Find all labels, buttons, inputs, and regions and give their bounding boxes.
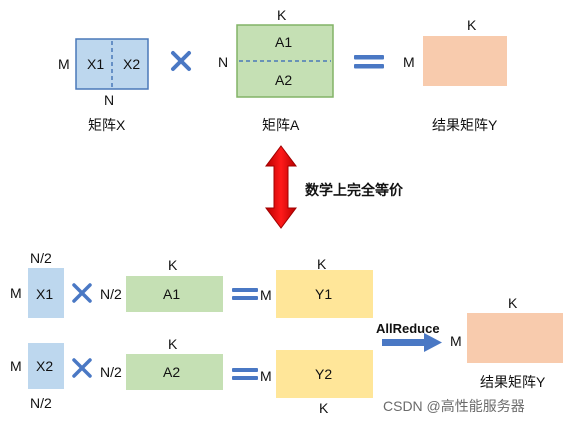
equals-icon-row2 xyxy=(232,368,258,380)
equals-icon-row1 xyxy=(232,288,258,300)
final-result-col-label: K xyxy=(508,295,518,311)
final-result-caption: 结果矩阵Y xyxy=(480,374,546,390)
a2-row-label: N/2 xyxy=(100,364,122,380)
final-result-row-label: M xyxy=(450,333,462,349)
x2-col-label: N/2 xyxy=(30,395,52,411)
x1-row-label: M xyxy=(10,285,22,301)
allreduce-arrow-icon xyxy=(382,333,442,352)
x1-label: X1 xyxy=(36,286,54,302)
final-result-y-box xyxy=(467,313,563,363)
multiply-icon-row2 xyxy=(72,358,92,378)
matrix-x-part1-label: X1 xyxy=(87,56,105,72)
matrix-x-caption: 矩阵X xyxy=(88,117,126,133)
double-arrow-icon xyxy=(265,145,297,229)
y2-col-label: K xyxy=(319,400,329,416)
x2-box xyxy=(28,343,64,389)
matrix-a-caption: 矩阵A xyxy=(262,117,300,133)
y1-label: Y1 xyxy=(315,286,333,302)
a2-box xyxy=(126,354,223,390)
result-y-box xyxy=(423,36,507,86)
a1-col-label: K xyxy=(168,257,178,273)
multiply-icon-row1 xyxy=(72,283,92,303)
multiply-icon xyxy=(171,51,191,71)
a2-label: A2 xyxy=(163,364,181,380)
x2-label: X2 xyxy=(36,358,54,374)
x2-row-label: M xyxy=(10,358,22,374)
result-y-caption: 结果矩阵Y xyxy=(432,117,498,133)
y2-row-label: M xyxy=(260,368,272,384)
y1-col-label: K xyxy=(317,256,327,272)
y2-label: Y2 xyxy=(315,366,333,382)
x1-col-label: N/2 xyxy=(30,250,52,266)
a1-row-label: N/2 xyxy=(100,286,122,302)
allreduce-label: AllReduce xyxy=(376,321,440,336)
matrix-x-part2-label: X2 xyxy=(123,56,141,72)
matrix-x-row-label: M xyxy=(58,56,70,72)
a1-box xyxy=(126,276,223,312)
watermark: CSDN @高性能服务器 xyxy=(383,398,525,414)
result-y-row-label: M xyxy=(403,54,415,70)
matrix-x-col-label: N xyxy=(104,92,115,108)
result-y-col-label: K xyxy=(467,17,477,33)
a1-label: A1 xyxy=(163,286,181,302)
equivalence-label: 数学上完全等价 xyxy=(305,182,403,198)
matrix-a-col-label: K xyxy=(277,7,287,23)
y1-row-label: M xyxy=(260,287,272,303)
equals-icon xyxy=(354,55,384,69)
matrix-a-row-label: N xyxy=(218,54,229,70)
y2-box xyxy=(276,350,373,398)
x1-box xyxy=(28,268,64,318)
y1-box xyxy=(276,270,373,318)
matrix-a-part2-label: A2 xyxy=(275,72,293,88)
a2-col-label: K xyxy=(168,336,178,352)
matrix-a-part1-label: A1 xyxy=(275,34,293,50)
